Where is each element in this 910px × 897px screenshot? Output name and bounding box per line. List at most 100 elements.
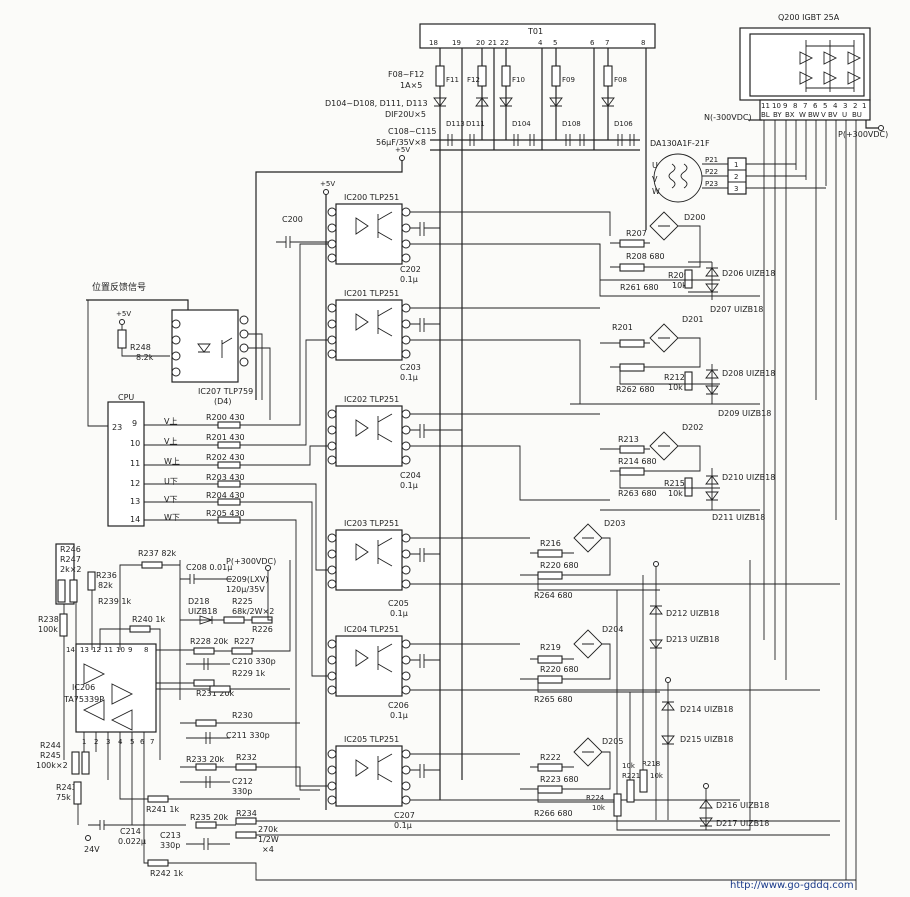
diode-d111-label: D111 xyxy=(466,120,485,128)
r238-value: 100k xyxy=(38,625,58,634)
r205-label: R205 430 xyxy=(206,509,245,518)
fuse-f10-label: F10 xyxy=(512,76,525,84)
lower-resistor-bank: R224 10k R221 10k R218 10k xyxy=(586,560,751,831)
c204-value: 0.1μ xyxy=(400,481,418,490)
r212-label: R212 xyxy=(664,373,685,382)
r236-label: R236 xyxy=(96,571,117,580)
r264-label: R264 680 xyxy=(534,591,573,600)
igbt-pin-7: 7 xyxy=(803,102,807,110)
fuse-f12-label: F12 xyxy=(467,76,480,84)
ic206-pin-7: 7 xyxy=(150,738,154,746)
motor-da130a1f: DA130A1F-21F U V W P21 P22 P23 1 2 3 xyxy=(650,139,826,203)
r216-label: R216 xyxy=(540,539,561,548)
r201b-label: R201 xyxy=(612,323,633,332)
r248-value: 8.2k xyxy=(136,353,154,362)
c202-value: 0.1μ xyxy=(400,275,418,284)
bridge-d202-label: D202 xyxy=(682,423,703,432)
c212-value: 330p xyxy=(232,787,252,796)
c205-value: 0.1μ xyxy=(390,609,408,618)
fuse-f08-label: F08 xyxy=(614,76,627,84)
r209-label: R209 xyxy=(668,271,689,280)
r208-label: R208 680 xyxy=(626,252,665,261)
transformer-t01: T01 18 19 20 21 22 4 5 6 7 8 xyxy=(419,23,656,800)
cpu-pin-13: 13 xyxy=(130,497,140,506)
cpu-pin-numbers: 9 10 11 12 13 14 xyxy=(130,419,140,524)
igbt-pin-names: BL BY BX W BW V BV U BU xyxy=(761,111,862,119)
ic200-label: IC200 TLP251 xyxy=(344,193,399,202)
motor-phase-w: W xyxy=(652,187,660,196)
r220a-label: R220 680 xyxy=(540,561,579,570)
optocoupler-ic201: IC201 TLP251 C203 0.1μ xyxy=(327,289,440,382)
c206-value: 0.1μ xyxy=(390,711,408,720)
ic206-pin-6: 6 xyxy=(140,738,145,746)
r224-value: 10k xyxy=(592,804,606,812)
bridge-d205-label: D205 xyxy=(602,737,623,746)
v5-rail: +5V +5V xyxy=(255,146,410,810)
c211-label: C211 330p xyxy=(226,731,270,740)
fuse-rating-label: 1A×5 xyxy=(400,81,422,90)
d212-label: D212 UIZB18 xyxy=(666,609,719,618)
r225-value: 68k/2W×2 xyxy=(232,607,274,616)
gate-drive-2: D202 R213 R214 680 R263 680 R215 10k D21… xyxy=(600,423,775,522)
r231-label: R231 20k xyxy=(196,689,235,698)
motor-conn-p22: P22 xyxy=(705,168,718,176)
cpu-signal-3: U下 xyxy=(164,477,178,486)
c203-value: 0.1μ xyxy=(400,373,418,382)
c204-label: C204 xyxy=(400,471,421,480)
r244-value: 100k×2 xyxy=(36,761,68,770)
d207-label: D207 UIZB18 xyxy=(710,305,763,314)
diode-d106 xyxy=(601,97,615,107)
p-300vdc-label: P(+300VDC) xyxy=(838,130,888,139)
r245-label: R245 xyxy=(40,751,61,760)
r234-value2: 1/2W xyxy=(258,835,279,844)
r236-value: 82k xyxy=(98,581,113,590)
d217-label: D217 UIZB18 xyxy=(716,819,769,828)
transformer-label: T01 xyxy=(527,27,543,36)
diode-d111 xyxy=(475,97,489,107)
igbt-pin-10: 10 xyxy=(772,102,781,110)
c203-label: C203 xyxy=(400,363,421,372)
gate-drive-4: D204 R219 R220 680 R265 680 xyxy=(520,625,660,704)
r228-label: R228 20k xyxy=(190,637,229,646)
cpu-pin-9: 9 xyxy=(132,419,137,428)
fuse-f09 xyxy=(551,65,561,87)
r234-label: R234 xyxy=(236,809,257,818)
cpu-block: CPU 23 9 10 11 12 13 14 V上 V上 W上 U下 V下 W… xyxy=(87,243,328,787)
diode-d113 xyxy=(433,97,447,107)
fuse-f12 xyxy=(477,65,487,87)
t01-pin-18: 18 xyxy=(429,39,438,47)
r204-label: R204 430 xyxy=(206,491,245,500)
ic206-part: TA75339P xyxy=(63,695,104,704)
r226-label: R226 xyxy=(252,625,273,634)
r215-value: 10k xyxy=(668,489,683,498)
ic207-label: IC207 TLP759 xyxy=(198,387,253,396)
diode-d113-label: D113 xyxy=(446,120,465,128)
cpu-signal-1: V上 xyxy=(164,437,177,446)
r239-label: R239 1k xyxy=(98,597,131,606)
r243-value: 75k xyxy=(56,793,71,802)
igbt-label: Q200 IGBT 25A xyxy=(778,13,840,22)
c206-label: C206 xyxy=(388,701,409,710)
v5-label-ic: +5V xyxy=(320,180,335,188)
t01-pin-19: 19 xyxy=(452,39,461,47)
igbt-pin-9: 9 xyxy=(783,102,787,110)
c205-label: C205 xyxy=(388,599,409,608)
c208-label: C208 0.01μ xyxy=(186,563,232,572)
igbt-pin-name-bx: BX xyxy=(785,111,795,119)
motor-conn-p21: P21 xyxy=(705,156,718,164)
top-diode-part-label: DIF20U×5 xyxy=(385,110,426,119)
v5-label-top: +5V xyxy=(395,146,410,154)
feedback-title: 位置反馈信号 xyxy=(92,281,146,293)
d208-label: D208 UIZB18 xyxy=(722,369,775,378)
r242-label: R242 1k xyxy=(150,869,183,878)
d206-label: D206 UIZB18 xyxy=(722,269,775,278)
c202-label: C202 xyxy=(400,265,421,274)
watermark-url: http://www.go-gddq.com xyxy=(730,880,854,891)
r214-label: R214 680 xyxy=(618,457,657,466)
r241-label: R241 1k xyxy=(146,805,179,814)
r248-label: R248 xyxy=(130,343,151,352)
c207-value: 0.1μ xyxy=(394,821,412,830)
igbt-pin-name-bu: BU xyxy=(852,111,862,119)
r215-label: R215 xyxy=(664,479,685,488)
